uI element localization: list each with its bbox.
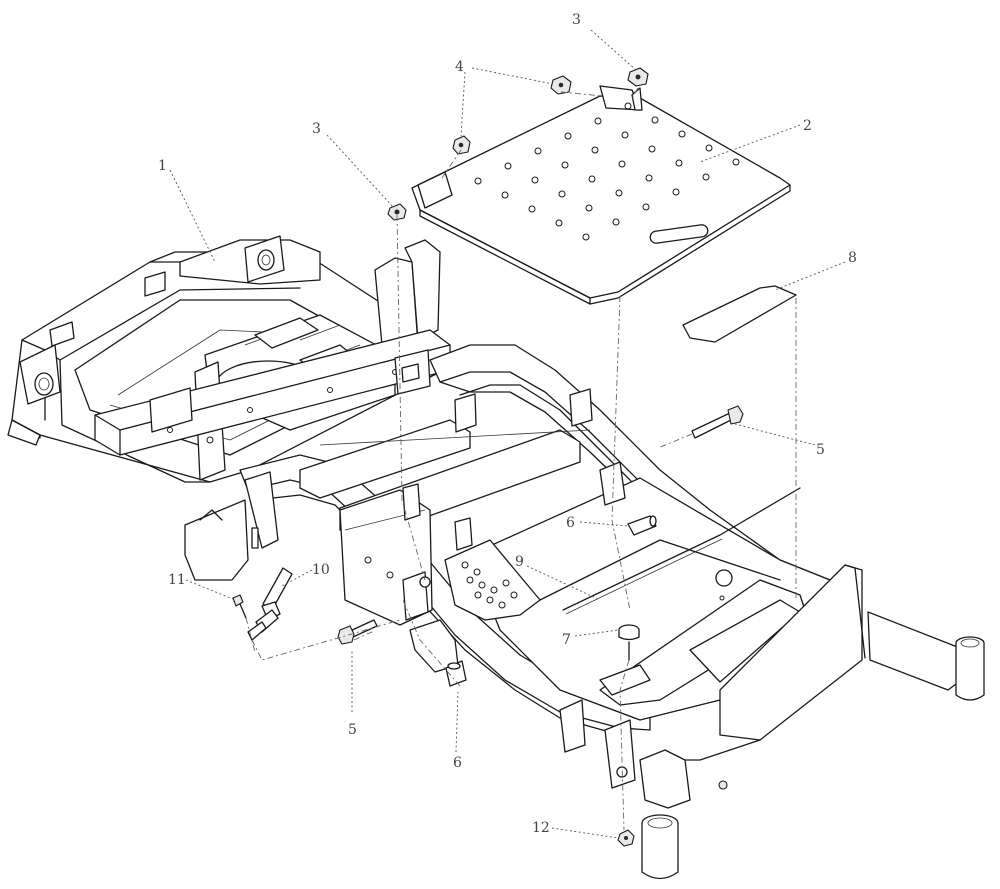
knob	[618, 624, 640, 661]
spacer-left	[445, 660, 467, 687]
seat-plate-hole	[672, 188, 680, 196]
seat-plate-hole	[612, 218, 620, 226]
spacer-right	[627, 515, 657, 536]
callout-7: 7	[562, 632, 571, 648]
callout-11: 11	[168, 572, 186, 588]
nut-bottom	[617, 829, 635, 847]
seat-plate-hole	[642, 203, 650, 211]
callout-10: 10	[312, 562, 330, 578]
loose-nut	[718, 780, 728, 790]
callout-4: 4	[455, 59, 464, 75]
seat-plate-hole	[675, 159, 683, 167]
seat-plate-hole	[678, 130, 686, 138]
seat-plate-hole	[561, 161, 569, 169]
callout-8: 8	[848, 250, 857, 266]
seat-plate-hole	[474, 177, 482, 185]
flange-nut-left	[387, 203, 407, 221]
seat-plate-hole	[588, 175, 596, 183]
seat-plate-hole	[564, 132, 572, 140]
seat-plate-hole	[501, 191, 509, 199]
small-screw	[232, 594, 247, 619]
callout-9: 9	[515, 554, 524, 570]
flange-nut-top	[627, 67, 649, 87]
seat-plate-hole	[624, 102, 632, 110]
seat-plate-holes	[474, 102, 740, 241]
seat-plate-hole	[558, 190, 566, 198]
callout-3-top: 3	[572, 12, 581, 28]
seat-plate-hole	[504, 162, 512, 170]
seat-plate-hole	[534, 147, 542, 155]
hex-bolt-right	[691, 405, 744, 439]
seat-plate-hole	[645, 174, 653, 182]
callout-5-left: 5	[348, 722, 357, 738]
latch-handle	[247, 567, 293, 641]
seat-plate-hole	[618, 160, 626, 168]
callout-12: 12	[532, 820, 550, 836]
seat-plate-hole	[528, 205, 536, 213]
seat-plate-hole	[594, 117, 602, 125]
main-frame	[7, 235, 985, 880]
seat-plate-hole	[732, 158, 740, 166]
seat-plate-hole	[591, 146, 599, 154]
seat-plate-hole	[582, 233, 590, 241]
callout-6-left: 6	[453, 755, 462, 771]
seat-plate-hole	[555, 219, 563, 227]
seat-plate-hole	[702, 173, 710, 181]
seat-plate-hole	[648, 145, 656, 153]
seat-plate-hole	[615, 189, 623, 197]
seat-plate-hole	[531, 176, 539, 184]
seat-plate	[411, 85, 791, 305]
assembly-lines	[245, 87, 797, 831]
callout-6-right: 6	[566, 515, 575, 531]
callout-1: 1	[158, 158, 167, 174]
callout-3-left: 3	[312, 121, 321, 137]
callout-2: 2	[803, 118, 812, 134]
step-plate-holes	[461, 561, 518, 609]
carriage-nut-left	[452, 135, 471, 155]
seat-plate-hole	[585, 204, 593, 212]
seat-plate-hole	[705, 144, 713, 152]
callout-labels: 1 2 3 3 4 5 5 6 6 7 8 9 10 11 12	[158, 12, 857, 836]
seat-plate-hole	[651, 116, 659, 124]
seat-plate-hole	[621, 131, 629, 139]
callout-5-right: 5	[816, 442, 825, 458]
callout-leaders	[169, 29, 846, 839]
hex-bolt-left	[337, 619, 378, 645]
seat-pad	[682, 285, 797, 343]
rod	[562, 487, 801, 611]
carriage-nut-top	[550, 75, 572, 95]
